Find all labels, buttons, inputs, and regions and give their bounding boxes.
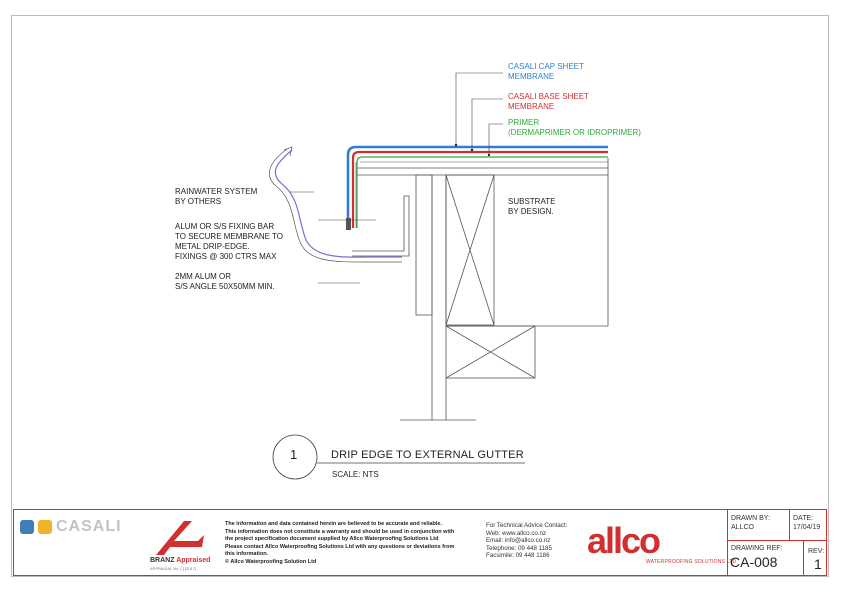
leader-lines (290, 72, 503, 284)
detail-title: DRIP EDGE TO EXTERNAL GUTTER (331, 449, 524, 461)
date-label: DATE: (793, 515, 814, 522)
label-primer: PRIMER(DERMAPRIMER OR IDROPRIMER) (508, 118, 641, 137)
disclaimer-text: The information and data contained herei… (225, 521, 455, 565)
gutter-profile-inner (269, 148, 402, 263)
drawing-ref-label: DRAWING REF: (731, 545, 783, 552)
allco-tagline: WATERPROOFING SOLUTIONS LTD (646, 559, 737, 565)
fixing-bar (346, 218, 351, 230)
branz-appraisal-number: APPRAISAL No. [ ] [2017] (150, 566, 197, 571)
branz-label: BRANZ Appraised (150, 557, 211, 564)
branz-logo-icon (156, 521, 204, 555)
casali-waves-icon (20, 520, 34, 534)
primer-line (356, 156, 608, 228)
detail-number-circle (272, 434, 318, 480)
substrate-structure (357, 158, 609, 421)
allco-wordmark: allco (587, 521, 660, 561)
allco-logo: allco (587, 521, 662, 561)
casali-flame-icon (38, 520, 52, 534)
drawn-by-value: ALLCO (731, 524, 754, 531)
detail-scale: SCALE: NTS (332, 470, 379, 479)
base-sheet-line (351, 150, 608, 228)
detail-number: 1 (290, 447, 298, 462)
rev-label: REV: (808, 548, 825, 555)
casali-logo: CASALI (20, 518, 122, 536)
date-value: 17/04/19 (793, 524, 821, 531)
alum-angle (352, 195, 410, 257)
drawn-by-label: DRAWN BY: (731, 515, 771, 522)
rev-value: 1 (814, 556, 822, 572)
casali-wordmark: CASALI (56, 518, 122, 535)
gutter-lip (283, 146, 293, 157)
title-block: CASALI BRANZ Appraised APPRAISAL No. [ ]… (13, 509, 827, 576)
contact-info: For Technical Advice Contact: Web: www.a… (486, 522, 568, 560)
cap-sheet-line (346, 145, 608, 228)
drawing-ref-value: CA-008 (730, 554, 778, 570)
gutter-profile (274, 149, 402, 258)
sheet-border (11, 15, 829, 577)
